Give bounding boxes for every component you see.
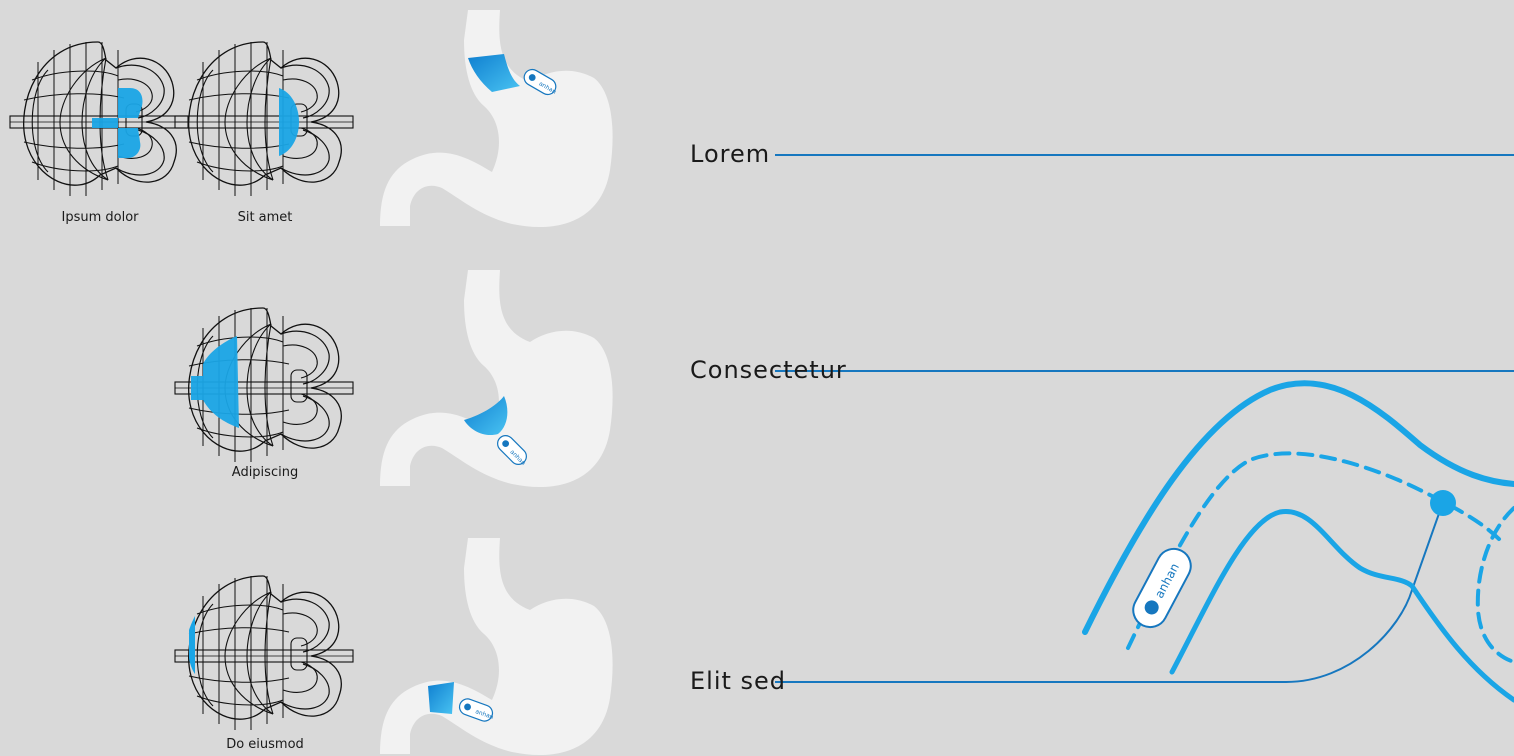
leader-line-row3 bbox=[775, 504, 1443, 683]
caption-row1-near: Sit amet bbox=[237, 210, 293, 225]
row1-globe-near bbox=[174, 41, 354, 197]
caption-row3: Do eiusmod bbox=[226, 737, 304, 752]
row1-capsule: anhan bbox=[520, 65, 560, 99]
label-row1: Lorem bbox=[690, 140, 771, 168]
pathway-capsule: anhan bbox=[1132, 547, 1192, 629]
label-row2: Consectetur bbox=[690, 356, 847, 384]
caption-row1-far: Ipsum dolor bbox=[61, 210, 139, 225]
row2-stomach bbox=[380, 270, 613, 488]
label-row3: Elit sed bbox=[690, 667, 787, 695]
pathway-node bbox=[1430, 490, 1456, 516]
row2-globe bbox=[174, 307, 354, 463]
row2-capsule: anhan bbox=[493, 431, 531, 469]
row3-stomach bbox=[380, 538, 613, 756]
row3-globe bbox=[174, 575, 354, 731]
pathway-diagram: anhan bbox=[1082, 380, 1514, 703]
row1-globe-far bbox=[9, 41, 189, 197]
row3-capsule: anhan bbox=[456, 696, 496, 724]
row1-stomach bbox=[380, 10, 613, 228]
caption-row2: Adipiscing bbox=[231, 465, 299, 480]
